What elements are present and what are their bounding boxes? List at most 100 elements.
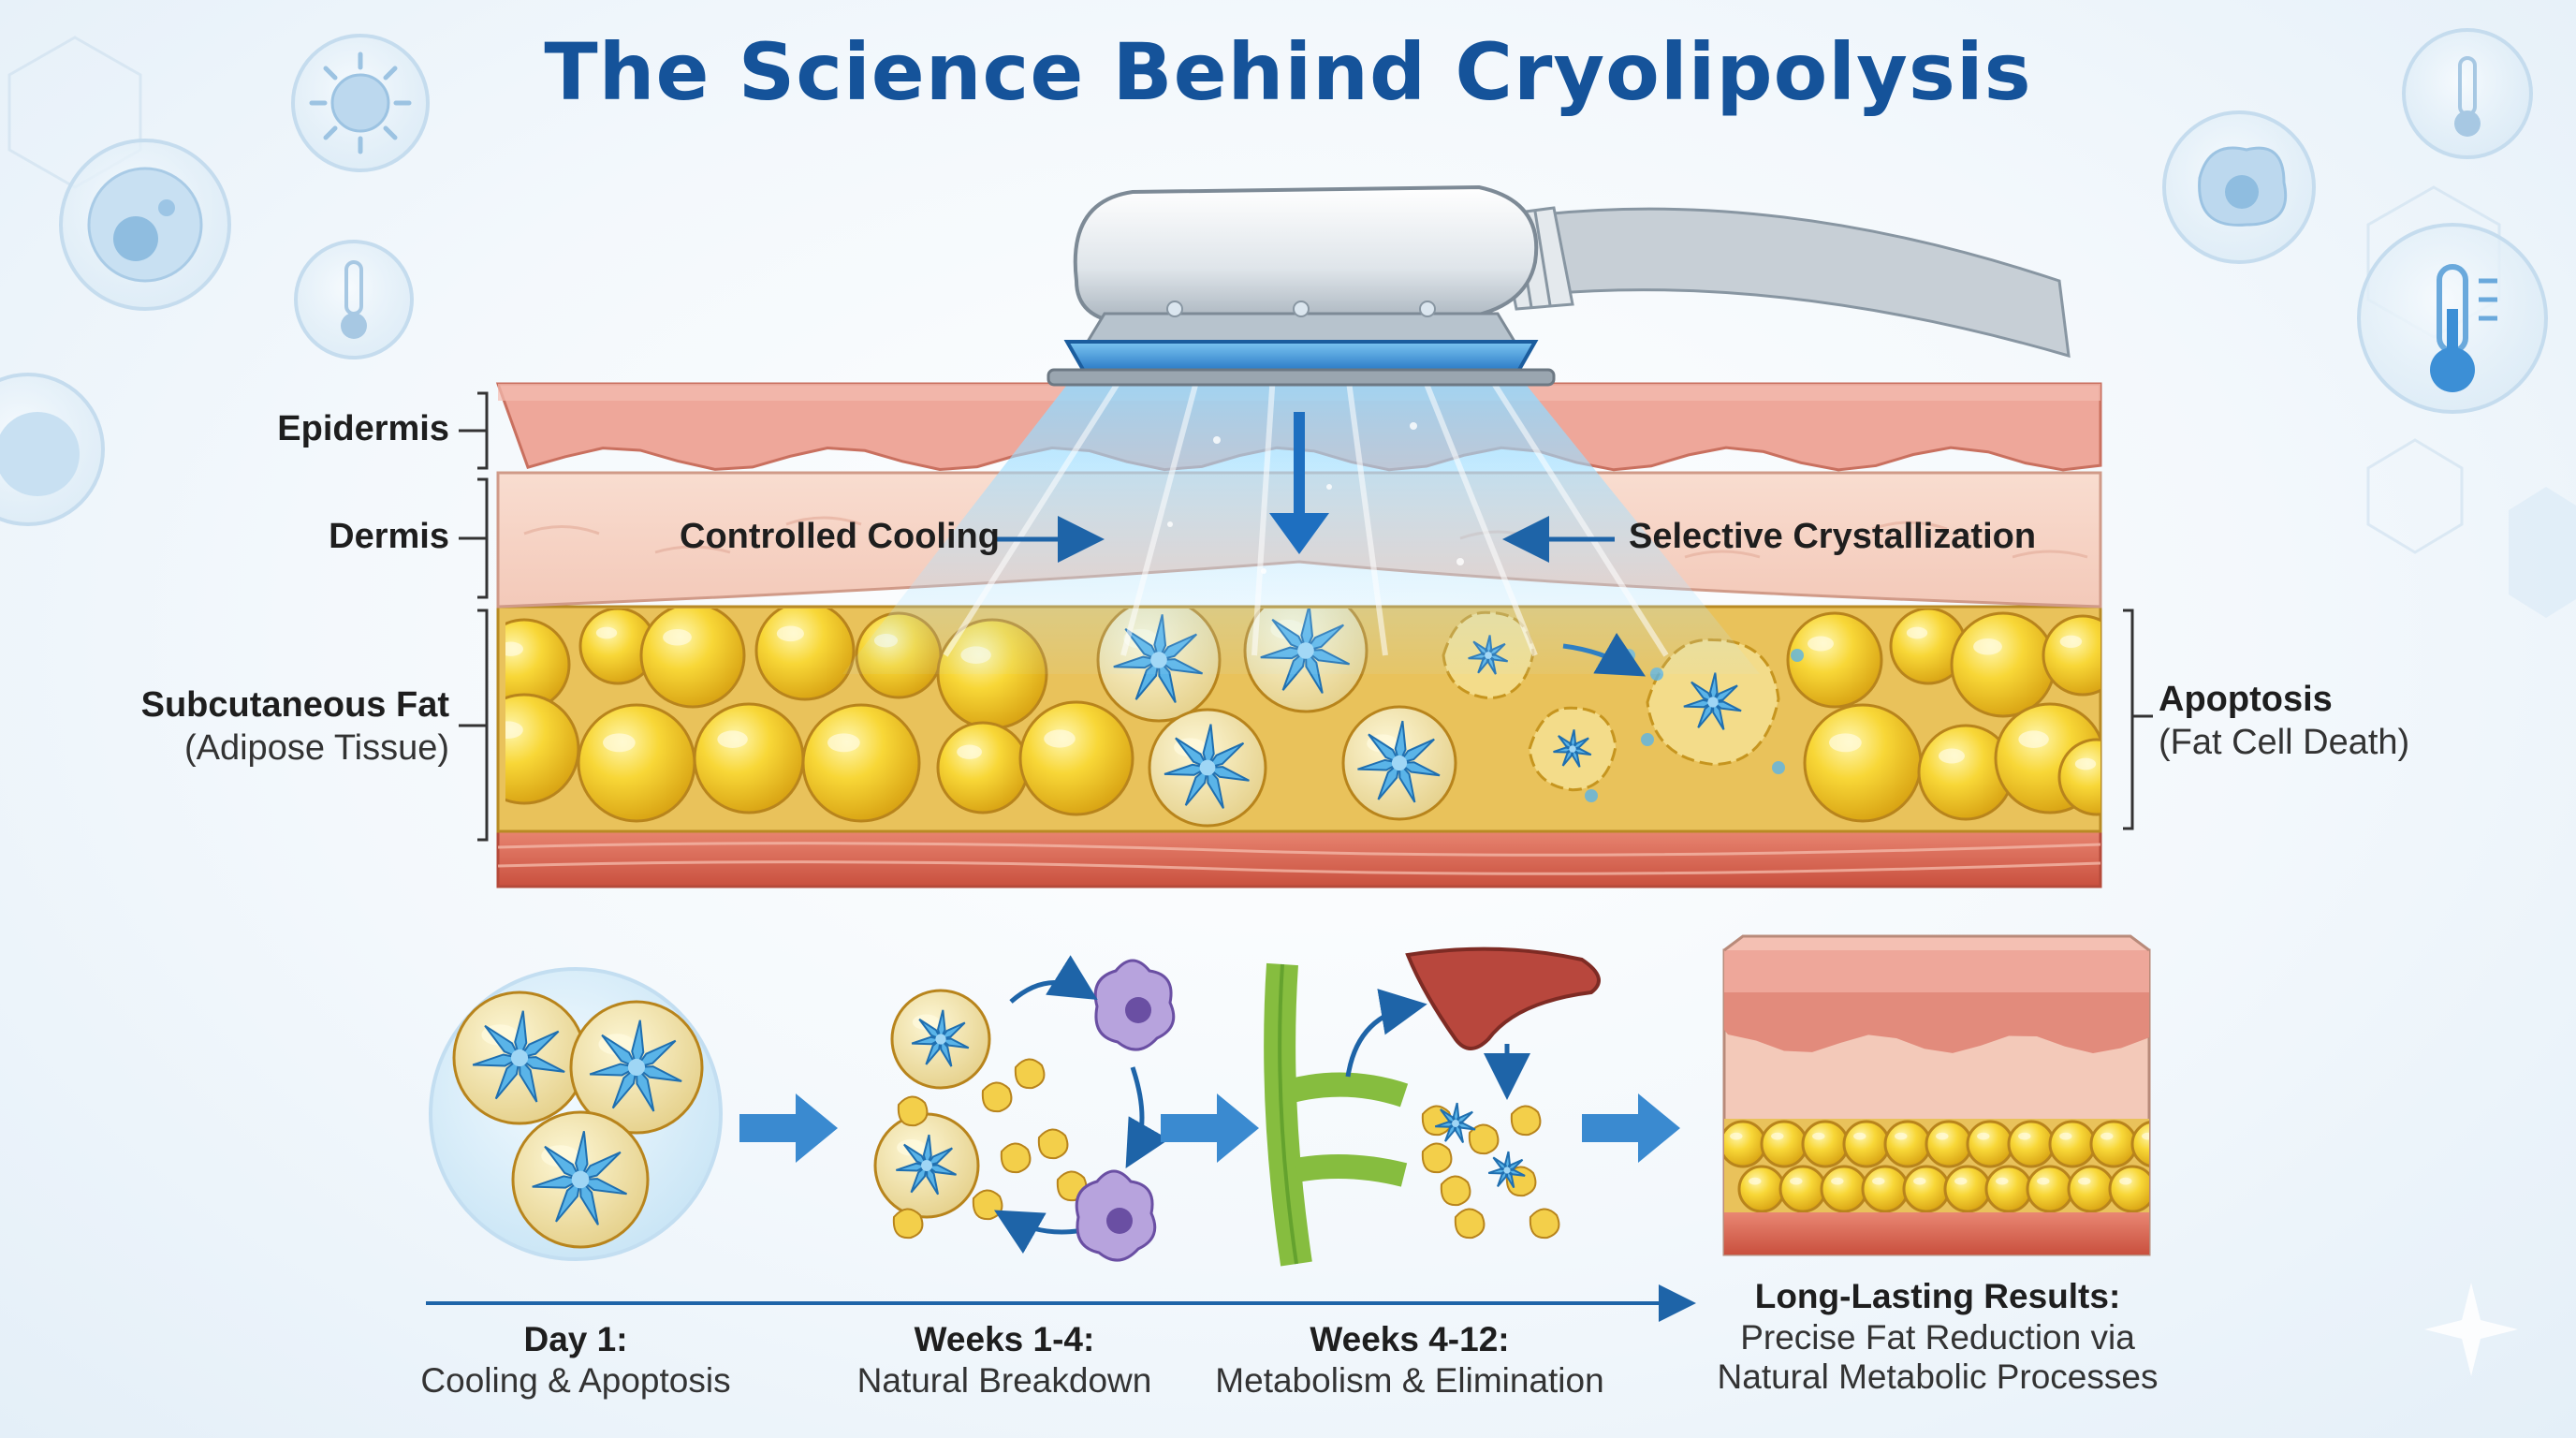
fat-cell — [1786, 611, 1883, 709]
stage-description: Cooling & Apoptosis — [420, 1361, 731, 1400]
fat-fragment — [1454, 1208, 1486, 1240]
liver-icon — [1405, 946, 1601, 1050]
thermometer-icon — [294, 240, 414, 360]
cell-icon — [0, 373, 105, 526]
stage-description: Natural Breakdown — [856, 1361, 1152, 1400]
stage-breakdown-illustration — [873, 955, 1176, 1262]
layer-brackets — [459, 391, 2153, 842]
fat-fragment — [1421, 1142, 1453, 1174]
fat-cell — [1925, 1120, 1973, 1168]
muscle-layer — [496, 827, 2102, 888]
fat-cell — [2048, 1120, 2097, 1168]
sparkle-icon — [2424, 1283, 2518, 1376]
stage-metabolism-illustration — [1264, 946, 1601, 1267]
fat-cell — [1737, 1165, 1786, 1213]
background-decor — [7, 36, 2576, 618]
fat-cell — [1820, 1165, 1868, 1213]
thermometer-icon — [2402, 28, 2533, 159]
ice-crystal-icon — [1553, 729, 1592, 768]
fat-cell — [1902, 1165, 1951, 1213]
fat-cell — [505, 693, 580, 805]
fat-cell — [2108, 1165, 2149, 1213]
macrophage-icon — [1075, 1169, 1157, 1262]
cell-icon — [2162, 110, 2316, 264]
fat-cell — [1966, 1120, 2014, 1168]
applicator-device — [1046, 184, 2071, 387]
fat-cell — [2067, 1165, 2115, 1213]
fat-fragment — [981, 1081, 1013, 1113]
ice-crystal-icon — [1683, 672, 1742, 730]
ice-crystal-icon — [896, 1134, 957, 1196]
fat-cell — [1861, 1165, 1910, 1213]
fat-fragment — [1440, 1175, 1471, 1207]
fat-cell — [693, 702, 805, 814]
fat-cell — [754, 609, 856, 701]
fat-fragment — [1421, 1105, 1453, 1137]
fat-cell — [1943, 1165, 1992, 1213]
stage-heading: Weeks 4-12: — [1310, 1320, 1510, 1358]
fat-fragment — [892, 1208, 924, 1240]
skin-cross-section — [495, 184, 2102, 888]
label-subcutaneous-fat: Subcutaneous Fat — [140, 685, 449, 725]
result-heading: Long-Lasting Results: — [1754, 1277, 2121, 1315]
stage-weeks-4-12: Weeks 4-12: Metabolism & Elimination — [1176, 1320, 1644, 1401]
ice-crystal-icon — [911, 1009, 970, 1067]
ice-crystal-icon — [589, 1020, 682, 1112]
cell-icon — [59, 139, 231, 311]
callout-selective-crystallization: Selective Crystallization — [1629, 517, 2037, 556]
fat-cell — [2042, 614, 2100, 697]
fat-cell — [639, 609, 746, 709]
ice-crystal-icon — [1357, 720, 1441, 803]
macrophage-icon — [1093, 959, 1176, 1051]
fat-fragment — [1529, 1208, 1560, 1240]
fat-cell — [1842, 1120, 1891, 1168]
result-line-2: Natural Metabolic Processes — [1717, 1357, 2159, 1396]
ice-crystal-icon — [472, 1010, 565, 1103]
fat-cell — [1018, 700, 1134, 816]
stage-heading: Weeks 1-4: — [914, 1320, 1095, 1358]
stage-arrows — [739, 1093, 1680, 1163]
label-adipose-tissue: (Adipose Tissue) — [183, 728, 449, 768]
fat-fragment — [1037, 1128, 1069, 1160]
callout-controlled-cooling: Controlled Cooling — [680, 517, 1000, 556]
callout-fat-cell-death: (Fat Cell Death) — [2159, 723, 2410, 762]
fat-fragment — [1510, 1105, 1542, 1137]
page-title: The Science Behind Cryolipolysis — [544, 26, 2032, 118]
result-cross-section — [1722, 934, 2196, 1256]
thermometer-icon — [2357, 223, 2548, 414]
fat-cell — [936, 721, 1030, 814]
label-epidermis: Epidermis — [277, 409, 449, 448]
ice-crystal-icon — [1434, 1102, 1476, 1144]
ice-crystal-icon — [1487, 1151, 1526, 1189]
apoptosis-arrow — [1562, 632, 1647, 677]
stage-long-lasting-results: Long-Lasting Results: Precise Fat Reduct… — [1685, 1277, 2190, 1397]
fat-fragment — [897, 1095, 929, 1127]
fat-cell — [1760, 1120, 1808, 1168]
fat-fragment — [1000, 1142, 1032, 1174]
stage-weeks-1-4: Weeks 1-4: Natural Breakdown — [817, 1320, 1192, 1401]
fat-cell — [1950, 611, 2056, 718]
fat-cell — [1803, 703, 1923, 823]
fat-cell — [577, 703, 696, 823]
label-dermis: Dermis — [329, 517, 449, 556]
stage-day1-illustration — [429, 967, 723, 1261]
fat-fragment — [972, 1189, 1003, 1221]
ice-crystal-icon — [532, 1131, 627, 1225]
fat-cell — [2026, 1165, 2074, 1213]
fat-cell — [1724, 1120, 1767, 1168]
stage-day1: Day 1: Cooling & Apoptosis — [388, 1320, 763, 1401]
fat-cell — [2151, 1167, 2196, 1211]
fat-cell — [2007, 1120, 2056, 1168]
stage-heading: Day 1: — [523, 1320, 628, 1358]
fat-fragment — [1014, 1058, 1046, 1090]
fat-fragment — [1468, 1123, 1500, 1155]
result-line-1: Precise Fat Reduction via — [1740, 1318, 2135, 1357]
fat-cell — [1801, 1120, 1850, 1168]
callout-apoptosis: Apoptosis — [2159, 680, 2333, 719]
fat-cell — [2130, 1121, 2149, 1167]
fat-cell — [1778, 1165, 1827, 1213]
virus-icon — [291, 34, 430, 172]
stage-description: Metabolism & Elimination — [1215, 1361, 1604, 1400]
fat-cell — [2089, 1120, 2138, 1168]
device-cable — [1533, 207, 2071, 359]
